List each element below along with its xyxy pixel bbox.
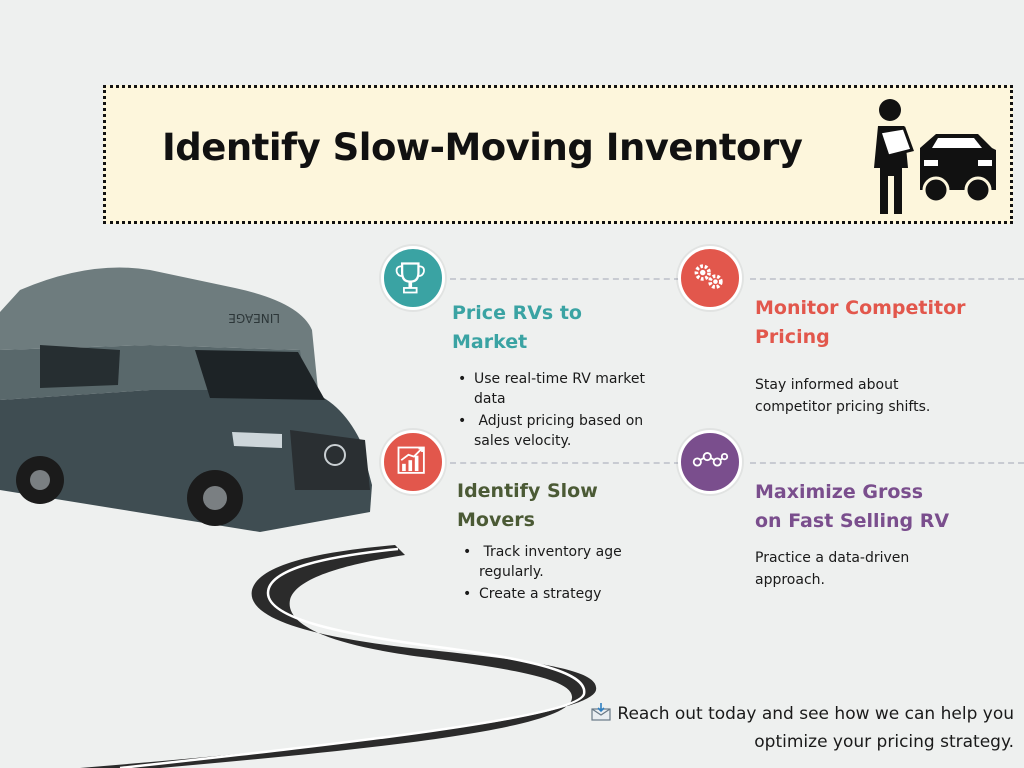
card-text-monitor-competitor: Stay informed about competitor pricing s… bbox=[755, 377, 931, 415]
person-with-car-icon bbox=[874, 99, 996, 214]
cta-line-2: optimize your pricing strategy. bbox=[754, 732, 1014, 752]
gears-icon bbox=[678, 246, 742, 310]
connector-line-bottom bbox=[450, 462, 680, 464]
trophy-icon bbox=[381, 246, 445, 310]
growth-chart-icon bbox=[381, 430, 445, 494]
card-title-maximize-gross: Maximize Gross on Fast Selling RV bbox=[755, 481, 950, 532]
call-to-action: Reach out today and see how we can help … bbox=[591, 700, 1014, 756]
cta-line-1: Reach out today and see how we can help … bbox=[591, 700, 1014, 728]
card-title-identify-slow-movers: Identify Slow Movers bbox=[457, 480, 598, 531]
list-item: Create a strategy bbox=[461, 584, 661, 604]
rv-decal-text: LINEAGE bbox=[228, 311, 280, 325]
envelope-icon bbox=[591, 703, 612, 721]
connector-line-bottom-right bbox=[750, 462, 1024, 464]
page-title: Identify Slow-Moving Inventory bbox=[162, 126, 803, 169]
connected-nodes-icon bbox=[678, 430, 742, 494]
title-banner: Identify Slow-Moving Inventory bbox=[103, 85, 1013, 224]
card-title-monitor-competitor: Monitor Competitor Pricing bbox=[755, 297, 966, 348]
connector-line-top bbox=[450, 278, 680, 280]
card-text-maximize-gross: Practice a data-driven approach. bbox=[755, 550, 910, 588]
connector-line-top-right bbox=[750, 278, 1024, 280]
card-title-price-rvs: Price RVs to Market bbox=[452, 302, 582, 353]
rv-on-road-illustration: LINEAGE bbox=[0, 267, 597, 768]
